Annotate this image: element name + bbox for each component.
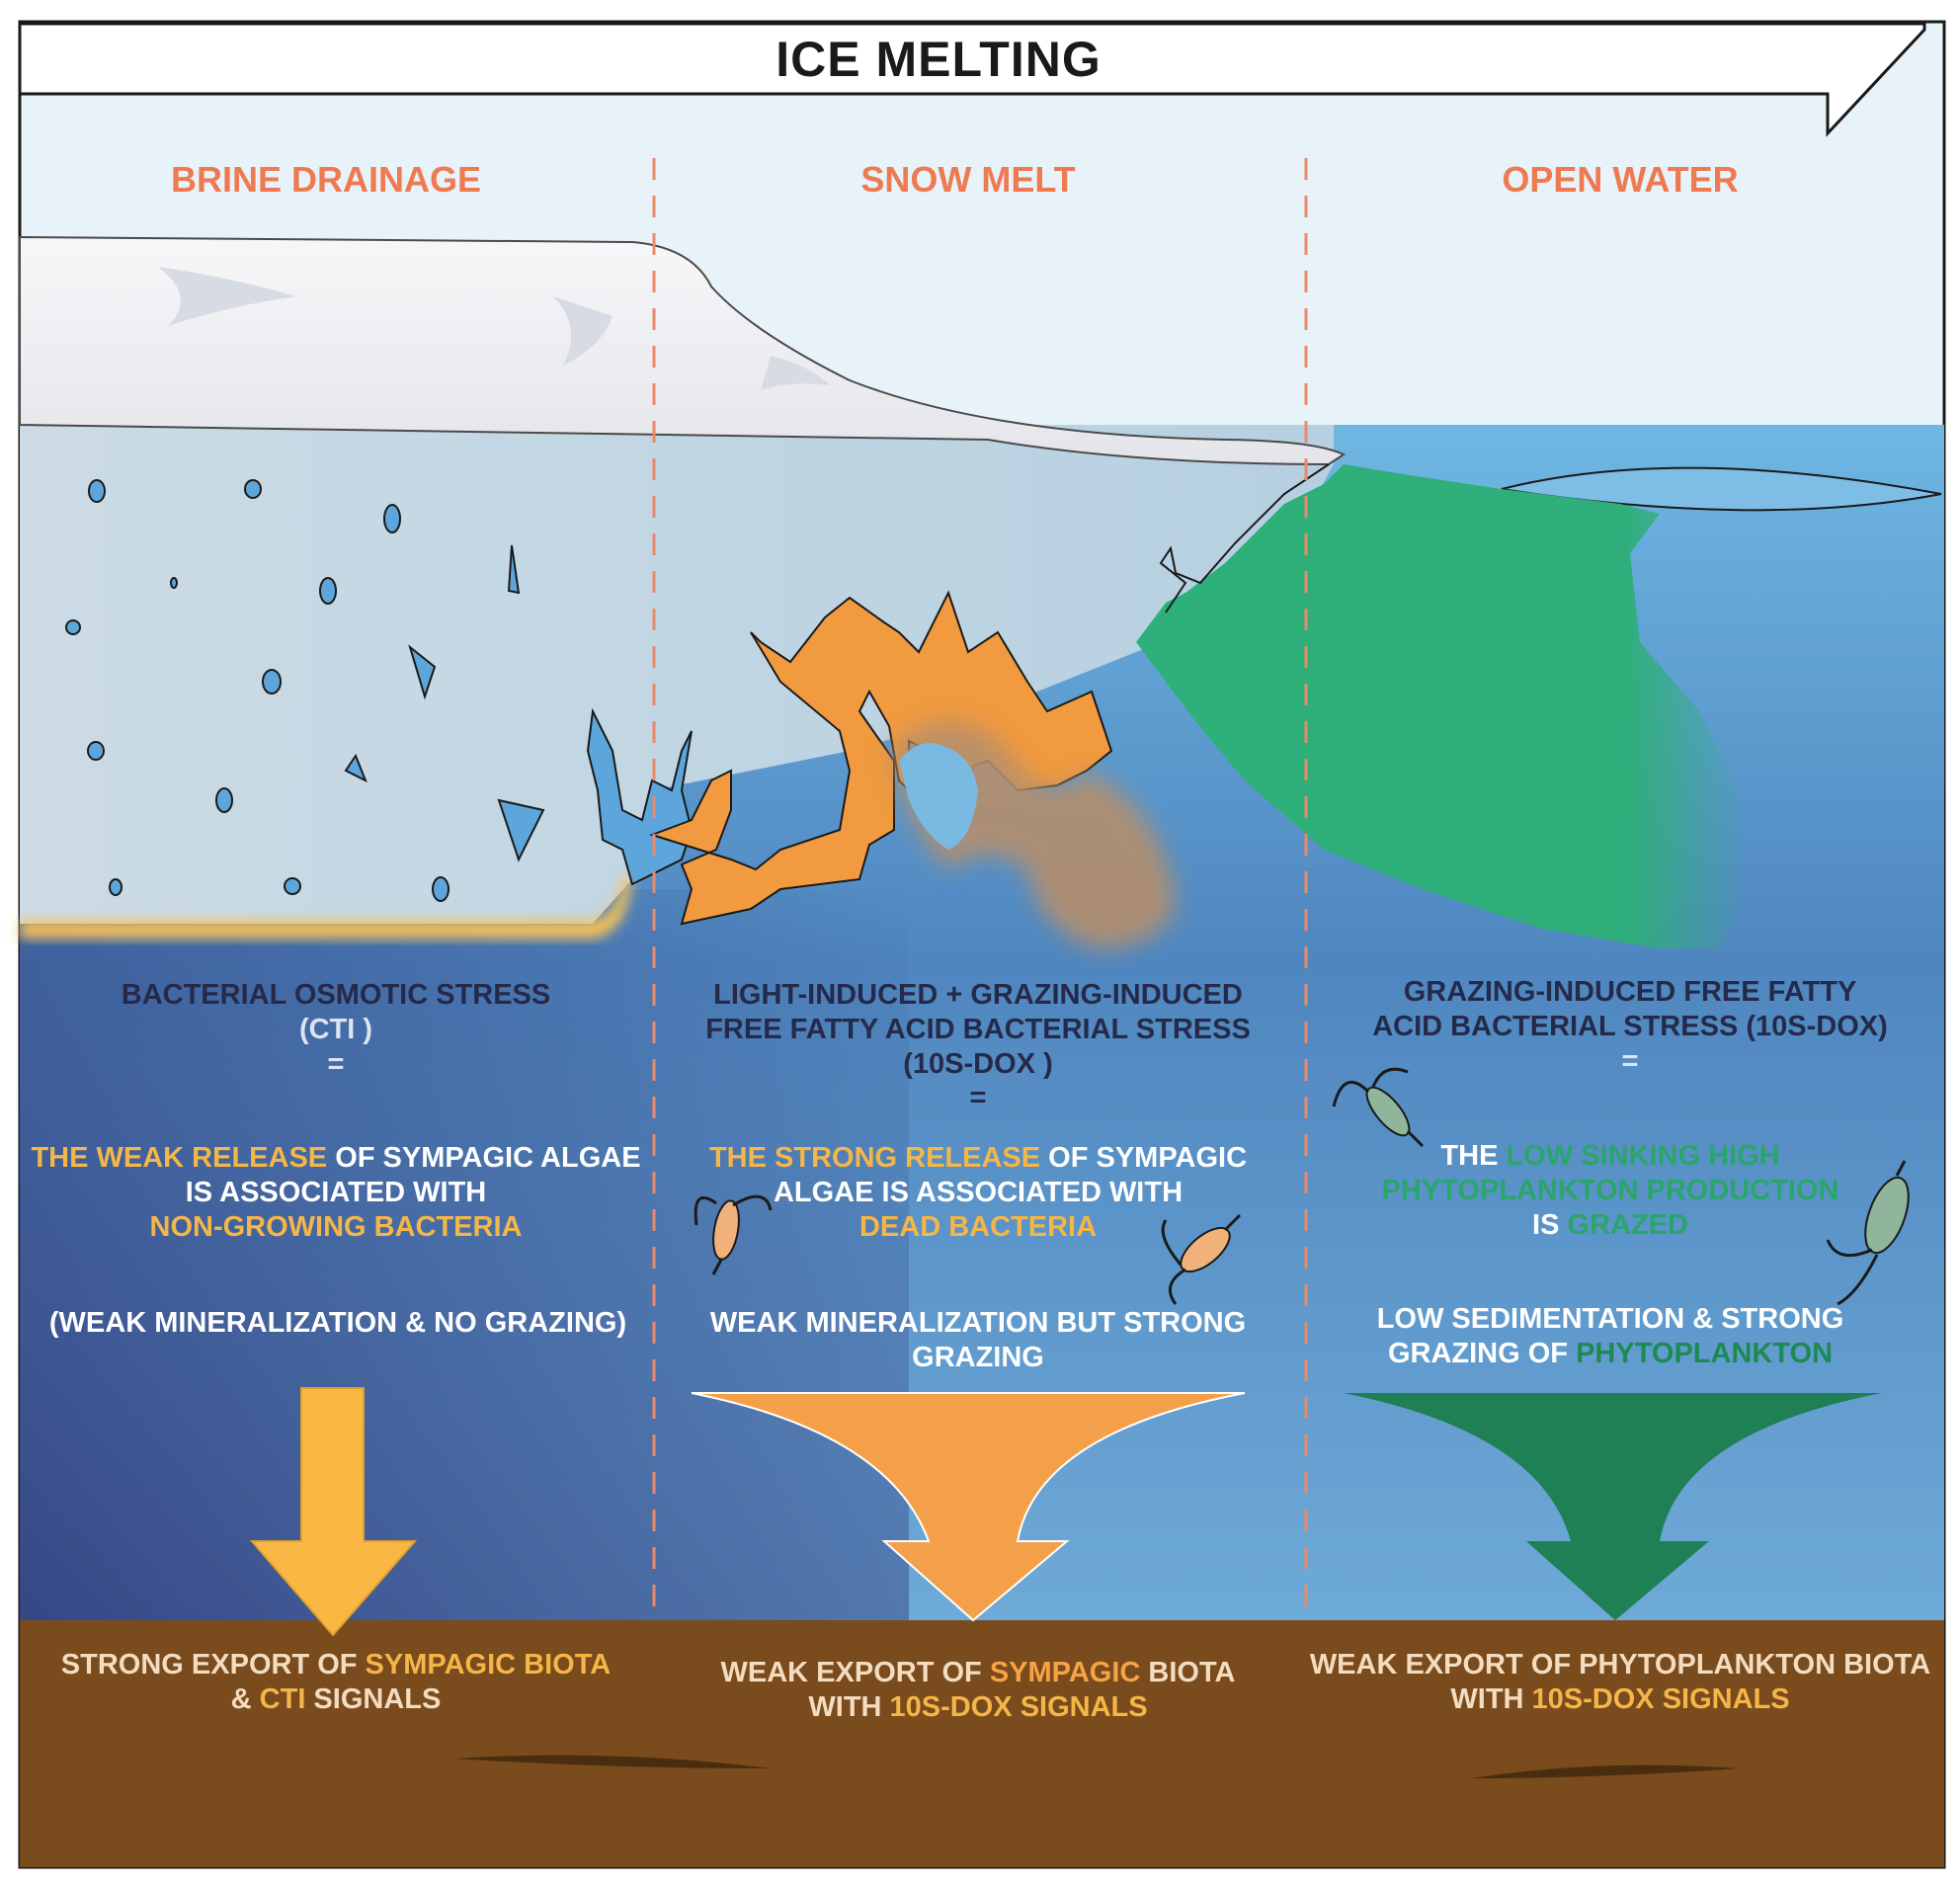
open-process-line1: LOW SEDIMENTATION & STRONG — [1376, 1303, 1844, 1335]
snow-release-strong: THE STRONG RELEASE — [708, 1142, 1041, 1174]
open-stress-line1: GRAZING-INDUCED FREE FATTY — [1403, 976, 1857, 1008]
brine-equals: = — [327, 1047, 345, 1080]
brine-export-cti: CTI — [259, 1682, 306, 1715]
copepod-grazer-right — [1826, 1160, 1910, 1306]
open-release-grazed: GRAZED — [1567, 1208, 1688, 1241]
open-export-line1: WEAK EXPORT OF PHYTOPLANKTON BIOTA — [1309, 1649, 1931, 1681]
open-process-phyto: PHYTOPLANKTON — [1576, 1337, 1834, 1369]
copepod-grazer-left — [694, 1194, 773, 1275]
stage-label-open-water: OPEN WATER — [1502, 159, 1739, 200]
brine-release-algae: OF SYMPAGIC ALGAE — [327, 1142, 641, 1174]
open-water-surface — [1501, 466, 1942, 512]
snow-export-prefix: WEAK EXPORT OF — [720, 1657, 990, 1688]
snow-export: WEAK EXPORT OF SYMPAGIC BIOTA WITH 10S-D… — [672, 1656, 1284, 1725]
open-release-block: THE LOW SINKING HIGH PHYTOPLANKTON PRODU… — [1344, 1139, 1877, 1242]
open-export: WEAK EXPORT OF PHYTOPLANKTON BIOTA WITH … — [1304, 1648, 1936, 1717]
snow-release-block: THE STRONG RELEASE OF SYMPAGIC ALGAE IS … — [682, 1141, 1274, 1244]
open-process: LOW SEDIMENTATION & STRONG GRAZING OF PH… — [1324, 1302, 1897, 1371]
copepod-grazer-right-top — [1332, 1067, 1425, 1148]
snow-export-biota: BIOTA — [1140, 1657, 1236, 1688]
bottom-ice-algae-band — [20, 874, 632, 939]
brine-export-sympagic: SYMPAGIC BIOTA — [365, 1649, 612, 1681]
brine-export-amp: & — [230, 1682, 260, 1715]
snow-melt-channel — [899, 743, 978, 850]
weak-export-funnel-green — [1344, 1393, 1882, 1620]
stage-label-snow-melt: SNOW MELT — [860, 159, 1076, 200]
snow-drift-mark-3 — [761, 356, 830, 390]
snow-export-signals: 10S-DOX SIGNALS — [889, 1690, 1148, 1723]
snow-stress-block: LIGHT-INDUCED + GRAZING-INDUCED FREE FAT… — [672, 978, 1284, 1115]
brine-release-bacteria: NON-GROWING BACTERIA — [149, 1210, 523, 1243]
seafloor-sediment — [20, 1620, 1944, 1867]
open-stress-line2: ACID BACTERIAL STRESS (10S-DOX) — [1372, 1010, 1888, 1042]
snow-process: WEAK MINERALIZATION BUT STRONG GRAZING — [672, 1306, 1284, 1375]
brine-process: (WEAK MINERALIZATION & NO GRAZING) — [48, 1307, 627, 1339]
snow-drift-mark-2 — [553, 296, 612, 366]
open-water-ice-edge — [1159, 463, 1330, 614]
snow-process-line1: WEAK MINERALIZATION BUT STRONG — [709, 1307, 1247, 1339]
brine-release-assoc: IS ASSOCIATED WITH — [185, 1176, 487, 1208]
open-equals: = — [1621, 1044, 1639, 1077]
snow-stress-code: (10S-DOX ) — [903, 1047, 1053, 1080]
open-export-signals: 10S-DOX SIGNALS — [1531, 1682, 1790, 1715]
open-release-low-sinking: LOW SINKING HIGH — [1506, 1140, 1780, 1172]
brine-export-prefix: STRONG EXPORT OF — [60, 1649, 366, 1681]
brine-stress-title: BACTERIAL OSMOTIC STRESS — [121, 979, 551, 1011]
snow-export-sympagic: SYMPAGIC — [989, 1657, 1141, 1688]
snow-export-with: WITH — [808, 1690, 890, 1723]
strong-export-arrow — [249, 1387, 418, 1637]
snow-process-line2: GRAZING — [912, 1341, 1044, 1373]
brine-stress-code: (CTI ) — [298, 1013, 373, 1045]
open-stress-block: GRAZING-INDUCED FREE FATTY ACID BACTERIA… — [1324, 975, 1936, 1078]
copepod-grazer-center — [1161, 1213, 1242, 1305]
deep-water-shade — [20, 889, 909, 1620]
snow-stress-line2: FREE FATTY ACID BACTERIAL STRESS — [705, 1013, 1251, 1045]
open-release-production: PHYTOPLANKTON PRODUCTION — [1381, 1174, 1839, 1206]
snow-stress-line1: LIGHT-INDUCED + GRAZING-INDUCED — [713, 979, 1243, 1011]
brine-release-block: THE WEAK RELEASE OF SYMPAGIC ALGAE IS AS… — [30, 1141, 642, 1244]
snow-layer — [19, 235, 1347, 466]
open-release-is: IS — [1532, 1208, 1568, 1241]
title-banner-arrow — [18, 22, 1926, 137]
brine-pockets — [65, 479, 545, 902]
sediment-shadow-2 — [1472, 1764, 1739, 1778]
sea-ice-body — [20, 425, 1334, 924]
brine-release-weak: THE WEAK RELEASE — [31, 1142, 328, 1174]
snow-equals: = — [969, 1082, 987, 1114]
snow-release-assoc: ALGAE IS ASSOCIATED WITH — [773, 1176, 1184, 1208]
snow-release-bacteria: DEAD BACTERIA — [858, 1210, 1098, 1243]
snow-drift-mark-1 — [158, 267, 296, 326]
sediment-shadow-1 — [454, 1755, 771, 1768]
brine-stress-block: BACTERIAL OSMOTIC STRESS (CTI ) = — [40, 978, 632, 1081]
brine-export: STRONG EXPORT OF SYMPAGIC BIOTA & CTI SI… — [40, 1648, 632, 1717]
brine-export-signals: SIGNALS — [305, 1682, 442, 1715]
open-process-line2: GRAZING OF — [1387, 1337, 1577, 1369]
open-release-the: THE — [1440, 1140, 1507, 1172]
snow-release-algae: OF SYMPAGIC — [1040, 1142, 1248, 1174]
open-export-with: WITH — [1450, 1682, 1532, 1715]
stage-label-brine-drainage: BRINE DRAINAGE — [170, 159, 481, 200]
brine-channel — [586, 707, 694, 886]
diagram-title: ICE MELTING — [776, 32, 1102, 87]
weak-export-funnel-orange — [691, 1392, 1246, 1622]
phytoplankton-bloom — [1136, 464, 1749, 948]
